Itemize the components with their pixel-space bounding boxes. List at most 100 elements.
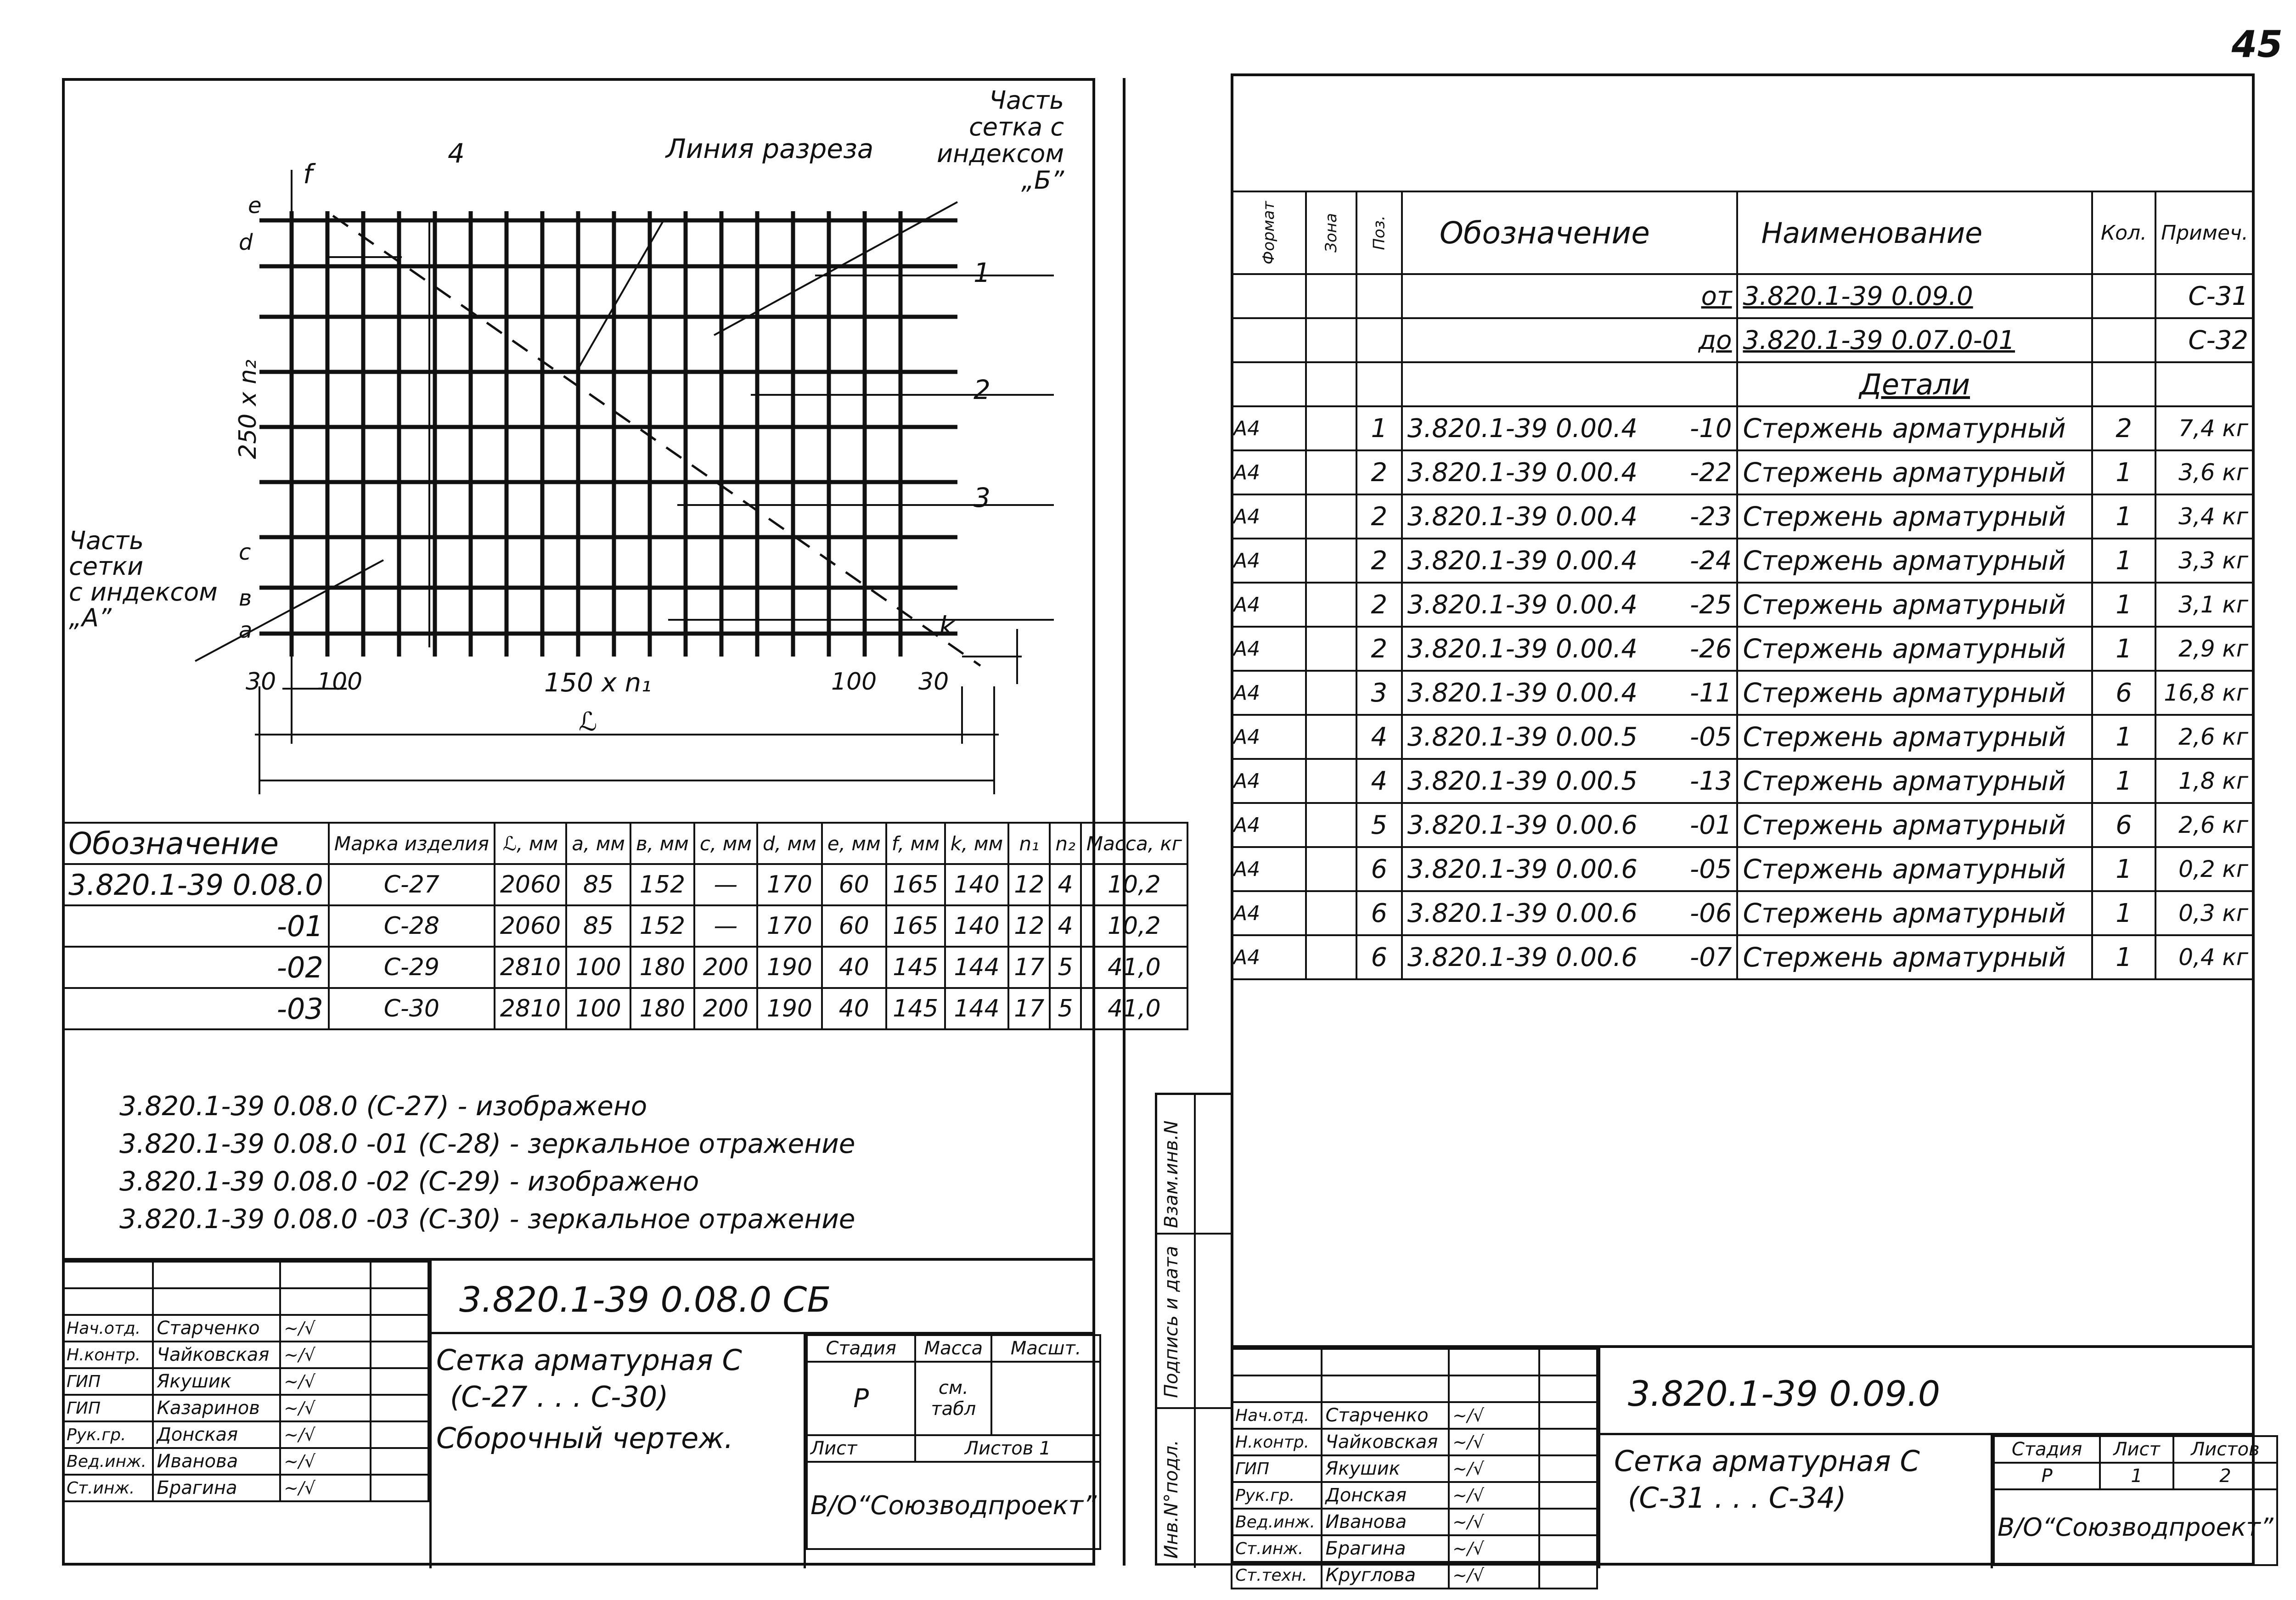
signature: ~/√	[279, 1420, 371, 1449]
marks-header-a: a, мм	[565, 822, 631, 865]
spec-qty: 6	[2091, 802, 2157, 848]
marks-cell-designation: -02	[62, 946, 330, 989]
right-stage-table: Стадия Лист Листов Р 1 2 В/О“Союзводпрое…	[1992, 1435, 2278, 1566]
spec-cell	[1355, 361, 1403, 407]
right-staff-table: Нач.отд.Старченко~/√Н.контр.Чайковская~/…	[1230, 1348, 1598, 1589]
spec-zone	[1305, 405, 1357, 451]
spec-format: А4	[1231, 626, 1307, 672]
staff-empty	[369, 1287, 430, 1316]
left-name-cell: Сетка арматурная С (С-27 . . . С-30) Сбо…	[429, 1334, 806, 1568]
dim-30-right: 30	[918, 668, 949, 696]
right-org: В/О“Союзводпроект”	[1993, 1488, 2278, 1566]
spec-note: 3,3 кг	[2155, 538, 2255, 584]
spec-note: 0,2 кг	[2155, 846, 2255, 892]
dim-100-left: 100	[317, 668, 363, 696]
spec-ref-note: С-32	[2155, 317, 2255, 363]
marks-header-L: ℒ, мм	[493, 822, 568, 865]
note-line: 3.820.1-39 0.08.0 -03 (С-30) - зеркально…	[119, 1203, 855, 1235]
staff-date	[1538, 1428, 1598, 1456]
staff-empty	[279, 1261, 371, 1289]
marks-header-designation: Обозначение	[62, 822, 330, 865]
spec-designation-suffix: -13	[1690, 766, 1732, 796]
spec-format: А4	[1231, 846, 1307, 892]
spec-name: Стержень арматурный	[1736, 670, 2093, 716]
spec-designation-suffix: -07	[1690, 942, 1732, 972]
spec-format: А4	[1231, 494, 1307, 539]
staff-role: ГИП	[1230, 1454, 1323, 1483]
right-name-cell: Сетка арматурная С (С-31 . . . С-34)	[1598, 1435, 1993, 1568]
spec-designation-suffix: -11	[1690, 678, 1732, 708]
marks-cell: 85	[565, 863, 631, 906]
signature: ~/√	[1448, 1481, 1540, 1510]
spec-format: А4	[1231, 714, 1307, 760]
spec-note: 0,4 кг	[2155, 934, 2255, 980]
page-number: 45	[2231, 23, 2283, 66]
dim-b: в	[239, 585, 252, 611]
marks-cell-designation: -03	[62, 987, 330, 1030]
spec-designation-suffix: -05	[1690, 854, 1732, 884]
spec-designation: 3.820.1-39 0.00.5-05	[1401, 714, 1739, 760]
marks-header-n1: n₁	[1007, 822, 1051, 865]
staff-empty	[1230, 1375, 1323, 1403]
spec-cell	[2155, 361, 2255, 407]
label-part-a: Часть сетки с индексом „А”	[69, 526, 218, 632]
staff-person: Старченко	[152, 1314, 281, 1342]
marks-cell: 85	[565, 904, 631, 948]
staff-person: Круглова	[1321, 1561, 1450, 1589]
staff-row: Нач.отд.Старченко~/√	[62, 1314, 430, 1342]
spec-header-name: Наименование	[1736, 191, 2093, 275]
marks-cell: 60	[821, 904, 887, 948]
staff-empty	[62, 1261, 154, 1289]
spec-note: 3,1 кг	[2155, 582, 2255, 628]
spec-cell	[1305, 317, 1357, 363]
staff-empty	[1448, 1348, 1540, 1376]
spec-designation-code: 3.820.1-39 0.00.4	[1407, 457, 1638, 488]
spec-name: Стержень арматурный	[1736, 538, 2093, 584]
marks-cell: 10,2	[1080, 904, 1188, 948]
staff-role: Рук.гр.	[62, 1420, 154, 1449]
staff-date	[1538, 1454, 1598, 1483]
staff-date	[369, 1314, 430, 1342]
spec-qty: 1	[2091, 890, 2157, 936]
signature: ~/√	[1448, 1401, 1540, 1430]
staff-person: Казаринов	[152, 1394, 281, 1422]
spec-table-header: Формат Зона Поз. Обозначение Наименовани…	[1231, 191, 2255, 275]
spec-zone	[1305, 758, 1357, 804]
marks-cell: 152	[630, 904, 695, 948]
spec-designation-suffix: -26	[1690, 634, 1732, 664]
staff-empty	[1321, 1348, 1450, 1376]
right-drawing-code: 3.820.1-39 0.09.0	[1628, 1373, 1941, 1414]
dim-e: e	[248, 193, 262, 219]
mesh-drawing	[195, 170, 1054, 794]
marks-cell: 140	[944, 863, 1010, 906]
note-line: 3.820.1-39 0.08.0 (С-27) - изображено	[119, 1090, 647, 1122]
left-title-block: Нач.отд.Старченко~/√Н.контр.Чайковская~/…	[62, 1258, 1101, 1568]
staff-date	[1538, 1481, 1598, 1510]
staff-role: Н.контр.	[1230, 1428, 1323, 1456]
spec-designation-code: 3.820.1-39 0.00.6	[1407, 942, 1638, 972]
spec-qty: 1	[2091, 934, 2157, 980]
staff-person: Якушик	[152, 1367, 281, 1396]
spec-designation-suffix: -06	[1690, 898, 1732, 928]
spec-designation-code: 3.820.1-39 0.00.5	[1407, 766, 1638, 796]
spec-cell	[2091, 317, 2157, 363]
spec-cell	[1305, 361, 1357, 407]
marks-cell: 100	[565, 987, 631, 1030]
spec-note: 2,6 кг	[2155, 714, 2255, 760]
spec-header-zone: Зона	[1305, 191, 1357, 275]
dim-total-length: ℒ	[579, 707, 597, 737]
staff-person: Брагина	[1321, 1534, 1450, 1563]
marks-header-f: f, мм	[885, 822, 946, 865]
marks-cell: 180	[630, 987, 695, 1030]
signature: ~/√	[279, 1394, 371, 1422]
staff-person: Иванова	[152, 1447, 281, 1476]
signature: ~/√	[1448, 1534, 1540, 1563]
